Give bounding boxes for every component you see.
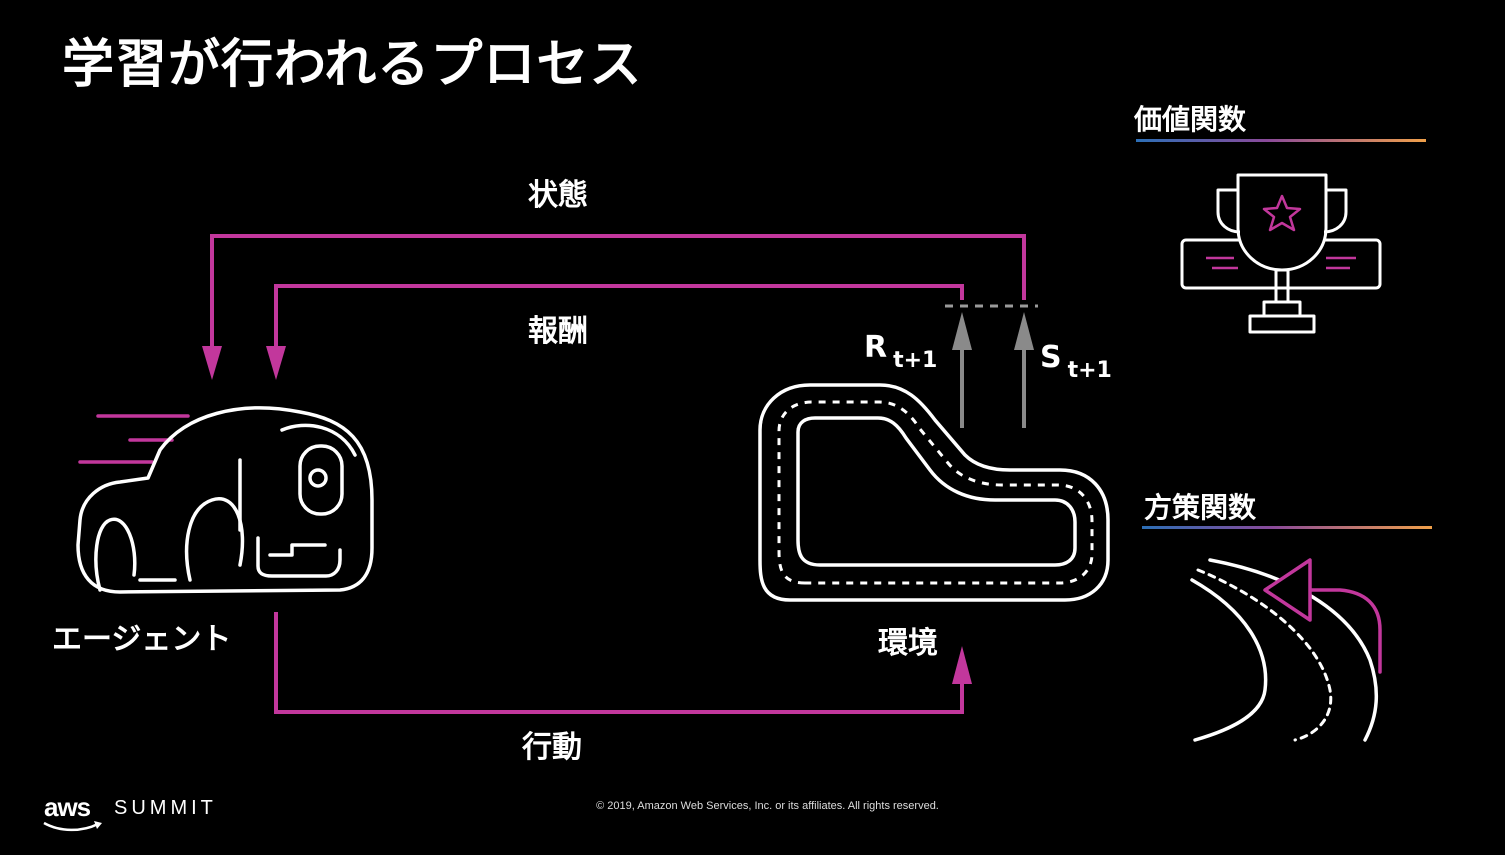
agent-label: エージェント bbox=[52, 622, 232, 657]
state-symbol-main: S bbox=[1040, 340, 1062, 375]
action-arrowhead bbox=[952, 646, 972, 684]
aws-smile-icon bbox=[43, 821, 102, 832]
copyright-text: © 2019, Amazon Web Services, Inc. or its… bbox=[596, 800, 939, 812]
state-label: 状態 bbox=[528, 178, 588, 213]
trophy-icon bbox=[1180, 173, 1382, 334]
reward-connector bbox=[266, 284, 964, 380]
page-title: 学習が行われるプロセス bbox=[62, 35, 643, 95]
value-function-title: 価値関数 bbox=[1134, 103, 1247, 136]
road-turn-icon bbox=[1190, 558, 1382, 742]
race-track-icon bbox=[758, 383, 1110, 602]
action-connector bbox=[274, 612, 972, 714]
car-icon bbox=[76, 406, 374, 594]
environment-label: 環境 bbox=[878, 626, 938, 661]
state-up-arrow bbox=[1014, 312, 1034, 428]
policy-function-title: 方策関数 bbox=[1144, 491, 1257, 524]
policy-function-underline bbox=[1142, 526, 1432, 529]
action-label: 行動 bbox=[522, 730, 582, 765]
reward-symbol-main: R bbox=[864, 330, 888, 365]
aws-logo: aws bbox=[44, 792, 91, 822]
value-function-underline bbox=[1136, 139, 1426, 142]
summit-label: SUMMIT bbox=[114, 797, 217, 819]
reward-label: 報酬 bbox=[528, 314, 588, 349]
reward-up-arrow bbox=[952, 312, 972, 428]
reward-arrowhead bbox=[266, 346, 286, 380]
state-connector bbox=[202, 234, 1026, 380]
state-arrowhead bbox=[202, 346, 222, 380]
state-symbol-subscript: t+1 bbox=[1067, 358, 1112, 383]
reward-symbol-subscript: t+1 bbox=[893, 348, 938, 373]
